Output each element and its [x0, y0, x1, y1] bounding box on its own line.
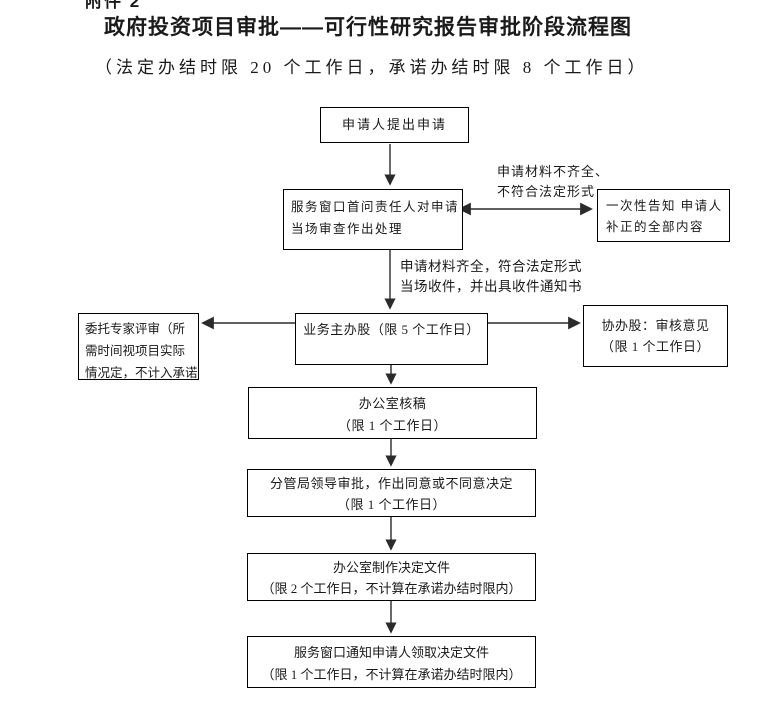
node-line: 服务窗口首问责任人对申请 [291, 200, 460, 214]
node-main-section: 业务主办股（限 5 个工作日） [295, 313, 488, 365]
node-co-section: 协办股：审核意见 （限 1 个工作日） [583, 305, 728, 367]
node-line: 需时间视项目实际 [85, 344, 186, 358]
edge-label-line: 当场收件，并出具收件通知书 [400, 279, 582, 294]
node-line: （限 1 个工作日） [337, 418, 447, 433]
node-line: （限 1 个工作日，不计算在承诺办结时限内） [261, 667, 522, 682]
node-line: 补正的全部内容 [606, 220, 705, 234]
page-title: 政府投资项目审批——可行性研究报告审批阶段流程图 [104, 16, 632, 39]
edge-label-line: 申请材料不齐全、 [497, 164, 610, 179]
node-line: （限 2 个工作日，不计算在承诺办结时限内） [261, 581, 522, 596]
node-line: 委托专家评审（所 [85, 322, 186, 336]
node-line: 协办股：审核意见 [601, 318, 710, 333]
node-leader-approve: 分管局领导审批，作出同意或不同意决定 （限 1 个工作日） [247, 469, 536, 517]
node-make-document: 办公室制作决定文件 （限 2 个工作日，不计算在承诺办结时限内） [247, 553, 536, 601]
node-line: 一次性告知 申请人 [606, 199, 723, 213]
edge-label-line: 申请材料齐全，符合法定形式 [400, 259, 582, 274]
node-line: 办公室制作决定文件 [332, 560, 450, 575]
node-line: （限 1 个工作日） [336, 497, 446, 512]
node-line: 当场审查作出处理 [291, 222, 404, 236]
node-office-check: 办公室核稿 （限 1 个工作日） [248, 387, 537, 439]
node-line: 情况定，不计入承诺 [85, 366, 198, 380]
node-expert-review: 委托专家评审（所 需时间视项目实际 情况定，不计入承诺 [78, 313, 199, 380]
node-one-time-notice: 一次性告知 申请人 补正的全部内容 [597, 189, 730, 242]
node-notify-result: 服务窗口通知申请人领取决定文件 （限 1 个工作日，不计算在承诺办结时限内） [247, 636, 536, 688]
edge-label-incomplete: 申请材料不齐全、 不符合法定形式 [497, 162, 610, 202]
node-apply: 申请人提出申请 [320, 107, 469, 143]
node-window-review: 服务窗口首问责任人对申请 当场审查作出处理 [283, 189, 463, 250]
node-line: 申请人提出申请 [341, 117, 447, 132]
attachment-label: 附件 2 [85, 0, 142, 11]
node-line: 分管局领导审批，作出同意或不同意决定 [269, 476, 513, 491]
node-line: 办公室核稿 [358, 396, 427, 411]
node-line: （限 1 个工作日） [600, 339, 710, 354]
node-line: 服务窗口通知申请人领取决定文件 [293, 645, 489, 660]
edge-label-line: 不符合法定形式 [497, 184, 596, 199]
edge-label-complete: 申请材料齐全，符合法定形式 当场收件，并出具收件通知书 [400, 257, 582, 297]
node-line: 业务主办股（限 5 个工作日） [303, 322, 480, 337]
page-subtitle: （法定办结时限 20 个工作日，承诺办结时限 8 个工作日） [95, 58, 649, 77]
